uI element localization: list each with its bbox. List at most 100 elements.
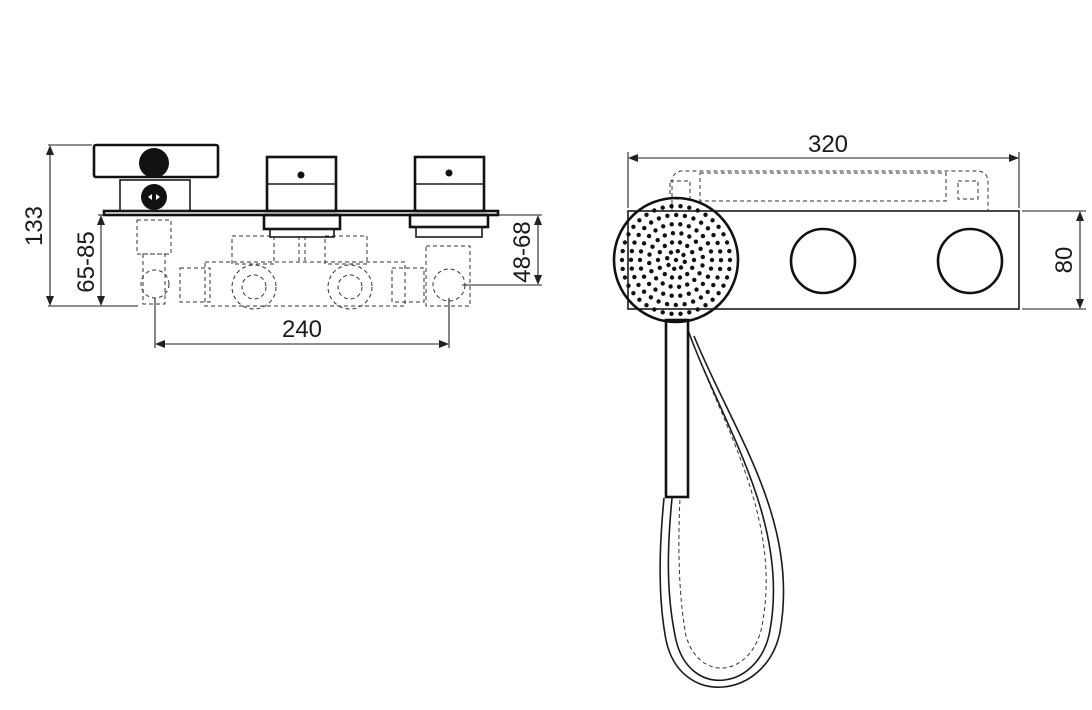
- shower-nozzle: [718, 249, 723, 254]
- shower-nozzle: [653, 228, 658, 233]
- shower-nozzle: [670, 231, 676, 236]
- shower-nozzle: [660, 205, 665, 210]
- shower-nozzle: [647, 252, 652, 257]
- shower-nozzle: [708, 266, 714, 271]
- shower-nozzle: [711, 232, 716, 238]
- shower-nozzle: [655, 237, 660, 243]
- shower-nozzle: [703, 212, 708, 217]
- side-right-handle: [408, 155, 490, 238]
- shower-nozzle: [705, 241, 711, 246]
- shower-nozzle: [727, 248, 732, 254]
- shower-nozzle: [669, 204, 674, 209]
- shower-nozzle: [622, 240, 628, 245]
- shower-nozzle: [652, 307, 657, 312]
- dim-320-label: 320: [808, 131, 848, 158]
- shower-nozzle: [697, 271, 702, 276]
- shower-nozzle: [638, 249, 644, 254]
- shower-nozzle: [717, 266, 723, 272]
- shower-nozzle: [687, 234, 692, 239]
- shower-nozzle: [716, 291, 721, 296]
- shower-nozzle: [669, 240, 675, 245]
- shower-nozzle: [657, 250, 662, 255]
- shower-nozzle: [637, 257, 643, 263]
- dim-65-85: 65-85: [73, 214, 105, 306]
- shower-nozzle: [690, 299, 696, 304]
- shower-nozzle: [686, 224, 691, 229]
- shower-nozzle: [644, 212, 649, 217]
- shower-nozzle: [687, 205, 692, 210]
- shower-nozzle: [698, 220, 704, 225]
- shower-nozzle: [636, 232, 641, 238]
- shower-nozzle: [665, 213, 670, 218]
- shower-nozzle: [682, 213, 688, 219]
- shower-nozzle: [678, 222, 683, 227]
- dim-80: 80: [1022, 210, 1086, 310]
- front-concealed-box: [669, 170, 989, 211]
- shower-nozzle: [708, 249, 714, 254]
- shower-nozzle: [662, 243, 667, 249]
- shower-nozzle: [709, 257, 715, 263]
- shower-nozzle: [632, 274, 637, 280]
- shower-nozzle: [694, 228, 699, 233]
- shower-nozzle: [648, 295, 654, 300]
- shower-head-icon: [612, 196, 740, 324]
- shower-nozzle: [661, 224, 666, 229]
- shower-nozzle: [694, 287, 699, 292]
- shower-nozzle: [619, 257, 625, 263]
- shower-nozzle: [718, 258, 724, 263]
- shower-nozzle: [685, 282, 690, 287]
- shower-nozzle: [669, 222, 674, 227]
- shower-nozzle: [646, 233, 652, 239]
- shower-nozzle: [716, 224, 721, 229]
- shower-nozzle: [695, 208, 700, 213]
- dim-133: 133: [21, 144, 138, 307]
- shower-nozzle: [685, 243, 690, 249]
- shower-nozzle: [669, 293, 674, 298]
- shower-nozzle: [691, 257, 697, 263]
- shower-nozzle: [666, 262, 671, 268]
- side-concealed-body: [136, 219, 471, 310]
- shower-nozzle: [727, 257, 733, 263]
- shower-nozzle: [626, 283, 631, 288]
- side-left-handle: [92, 143, 220, 212]
- shower-nozzle: [662, 271, 667, 277]
- shower-nozzle: [638, 266, 644, 271]
- dim-133-label: 133: [21, 206, 48, 246]
- shower-nozzle: [660, 310, 665, 315]
- shower-nozzle: [678, 311, 683, 316]
- shower-nozzle: [657, 265, 662, 270]
- shower-nozzle: [677, 275, 683, 280]
- shower-nozzle: [727, 266, 732, 272]
- shower-nozzle: [631, 291, 636, 296]
- front-knob-right-icon: [936, 227, 1004, 295]
- handshower-handle: [664, 318, 690, 499]
- shower-nozzle: [620, 248, 625, 254]
- side-middle-handle: [262, 155, 342, 238]
- shower-nozzle: [662, 233, 667, 238]
- shower-nozzle: [675, 249, 680, 254]
- shower-nozzle: [710, 218, 715, 223]
- front-plate: [627, 210, 1020, 310]
- shower-nozzle: [641, 274, 647, 279]
- shower-nozzle: [632, 240, 637, 245]
- shower-nozzle: [711, 282, 716, 288]
- shower-nozzle: [700, 233, 706, 239]
- shower-nozzle: [691, 216, 696, 221]
- shower-nozzle: [692, 277, 697, 283]
- shower-nozzle: [690, 265, 695, 270]
- shower-nozzle: [721, 232, 726, 237]
- side-view: 133 65-85 48-68 240: [21, 143, 542, 348]
- shower-nozzle: [656, 299, 661, 304]
- shower-nozzle: [705, 226, 711, 231]
- shower-nozzle: [676, 284, 682, 289]
- shower-nozzle: [685, 271, 690, 277]
- shower-nozzle: [669, 275, 675, 280]
- shower-nozzle: [628, 257, 634, 262]
- shower-nozzle: [700, 254, 705, 260]
- shower-nozzle: [629, 248, 635, 254]
- dim-320: 320: [627, 131, 1020, 208]
- shower-nozzle: [681, 252, 686, 258]
- shower-nozzle: [673, 257, 679, 263]
- shower-nozzle: [642, 225, 647, 231]
- shower-nozzle: [672, 266, 677, 271]
